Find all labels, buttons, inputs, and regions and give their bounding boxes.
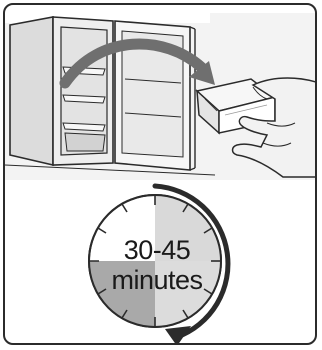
refrigerator-icon (5, 17, 215, 175)
timer-duration-value: 30-45 (97, 237, 217, 264)
instruction-panel: 30-45 minutes (3, 3, 317, 345)
timer-duration-unit: minutes (97, 267, 217, 294)
refrigerator-scene (5, 5, 317, 180)
